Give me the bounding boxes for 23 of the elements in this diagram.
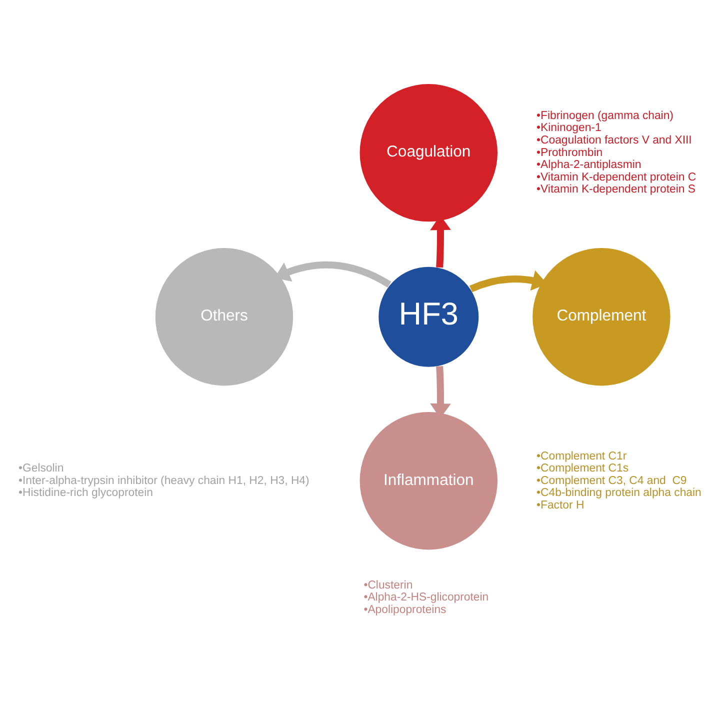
node-label: •Kininogen-1 <box>536 122 602 134</box>
node-label: •Inter-alpha-trypsin inhibitor (heavy chain H1, H2, H3, H4) <box>18 474 310 487</box>
node-label: •Complement C1s <box>536 462 629 475</box>
node-label: •Vitamin K-dependent protein S <box>536 184 696 196</box>
node-label: •Histidine-rich glycoprotein <box>18 487 153 500</box>
arrow <box>274 261 392 288</box>
node-label: •Coagulation factors V and XIII <box>536 134 692 147</box>
node-label: •Gelsolin <box>18 462 64 475</box>
node-label: •Complement C1r <box>536 450 627 462</box>
node-label: •Prothrombin <box>536 146 603 159</box>
node-label: •Alpha-2-antiplasmin <box>536 159 642 172</box>
node-circle: Coagulation <box>358 83 498 223</box>
node-label: •Fibrinogen (gamma chain) <box>536 110 674 122</box>
node-circle: HF3 <box>378 266 480 368</box>
node-label: •Factor H <box>536 499 584 512</box>
node-label: •Complement C3, C4 and C9 <box>536 474 687 487</box>
node-circle: Inflammation <box>358 411 498 551</box>
node-label: •Vitamin K-dependent protein C <box>536 171 696 184</box>
node-label: •Apolipoproteins <box>364 604 446 616</box>
node-circle: Complement <box>532 247 672 387</box>
node-label: •C4b-binding protein alpha chain <box>536 487 702 500</box>
node-label: •Alpha-2-HS-glicoprotein <box>364 592 489 604</box>
node-label: •Clusterin <box>364 579 413 592</box>
